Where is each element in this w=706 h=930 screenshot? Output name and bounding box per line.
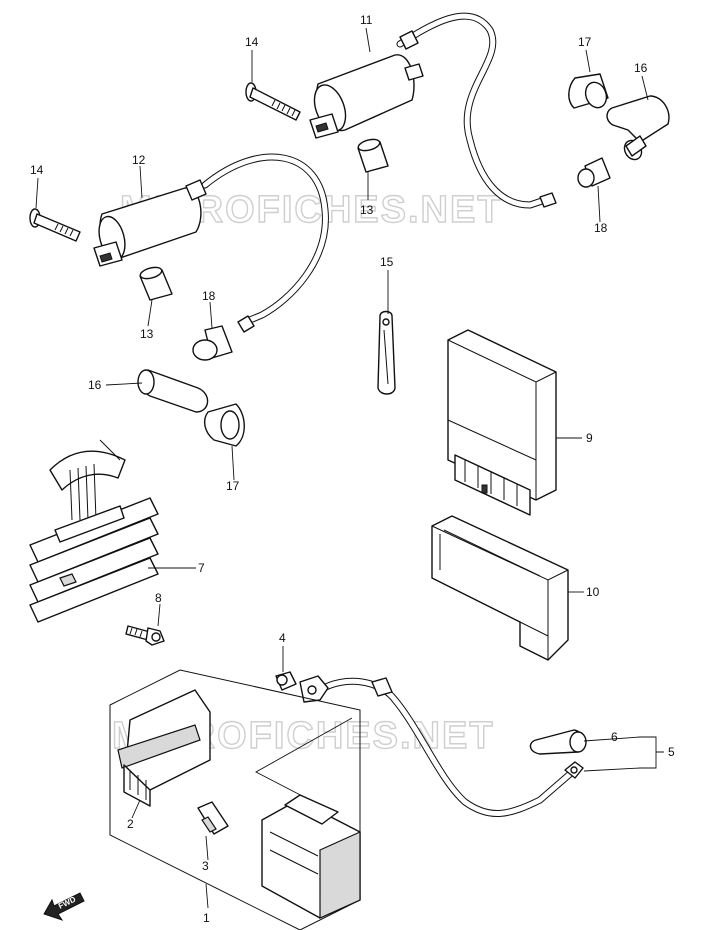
- regulator-rectifier: [29, 439, 159, 623]
- sleeve-left: [139, 266, 173, 301]
- plug-cap-upper: [606, 95, 670, 161]
- callout-4: 4: [279, 631, 286, 645]
- terminal-boot: [529, 729, 587, 755]
- ignition-coil-upper: [309, 12, 557, 209]
- fuse: [197, 801, 229, 835]
- forward-arrow-icon: FWD: [43, 892, 85, 921]
- grommet-left: [192, 325, 233, 361]
- callout-1: 1: [203, 911, 210, 925]
- callout-6: 6: [611, 730, 618, 744]
- fuse-box: [117, 689, 211, 807]
- callout-10: 10: [586, 585, 600, 599]
- callout-16-left: 16: [88, 378, 102, 392]
- callout-15: 15: [380, 255, 394, 269]
- sleeve-upper: [357, 138, 389, 173]
- callout-13-left: 13: [140, 327, 154, 341]
- mounting-screw: [125, 625, 165, 646]
- callout-2: 2: [127, 817, 134, 831]
- callout-18-upper: 18: [594, 221, 608, 235]
- bolt-upper: [245, 82, 301, 121]
- callout-17-left: 17: [226, 479, 240, 493]
- callout-16-upper: 16: [634, 61, 648, 75]
- cable-clamp: [377, 310, 396, 395]
- callout-11: 11: [360, 13, 373, 27]
- ignitor-unit: [447, 329, 557, 516]
- callout-9: 9: [586, 431, 593, 445]
- callout-labels: 11 14 13 17 16 18 12 14 13 18 16 17 15 9…: [30, 13, 675, 925]
- ground-wire: [299, 675, 584, 817]
- plug-cap-cover-left: [203, 403, 245, 447]
- starter-relay: [261, 794, 361, 919]
- callout-17-upper: 17: [578, 35, 592, 49]
- callout-18-left: 18: [202, 289, 216, 303]
- callout-13-upper: 13: [360, 203, 374, 217]
- callout-3: 3: [202, 859, 209, 873]
- bolt-left: [29, 208, 81, 242]
- callout-7: 7: [198, 561, 205, 575]
- callout-5: 5: [668, 745, 675, 759]
- callout-14-left: 14: [30, 163, 44, 177]
- terminal-bolt: [275, 671, 297, 691]
- plug-cap-cover-upper: [568, 73, 609, 109]
- callout-14-upper: 14: [245, 35, 259, 49]
- ignitor-cover: [431, 515, 569, 661]
- plug-cap-left: [137, 369, 209, 413]
- leader-lines: [35, 27, 664, 909]
- callout-12: 12: [132, 153, 146, 167]
- grommet-upper: [577, 157, 611, 188]
- callout-8: 8: [155, 591, 162, 605]
- ignition-coil-left: [93, 153, 329, 333]
